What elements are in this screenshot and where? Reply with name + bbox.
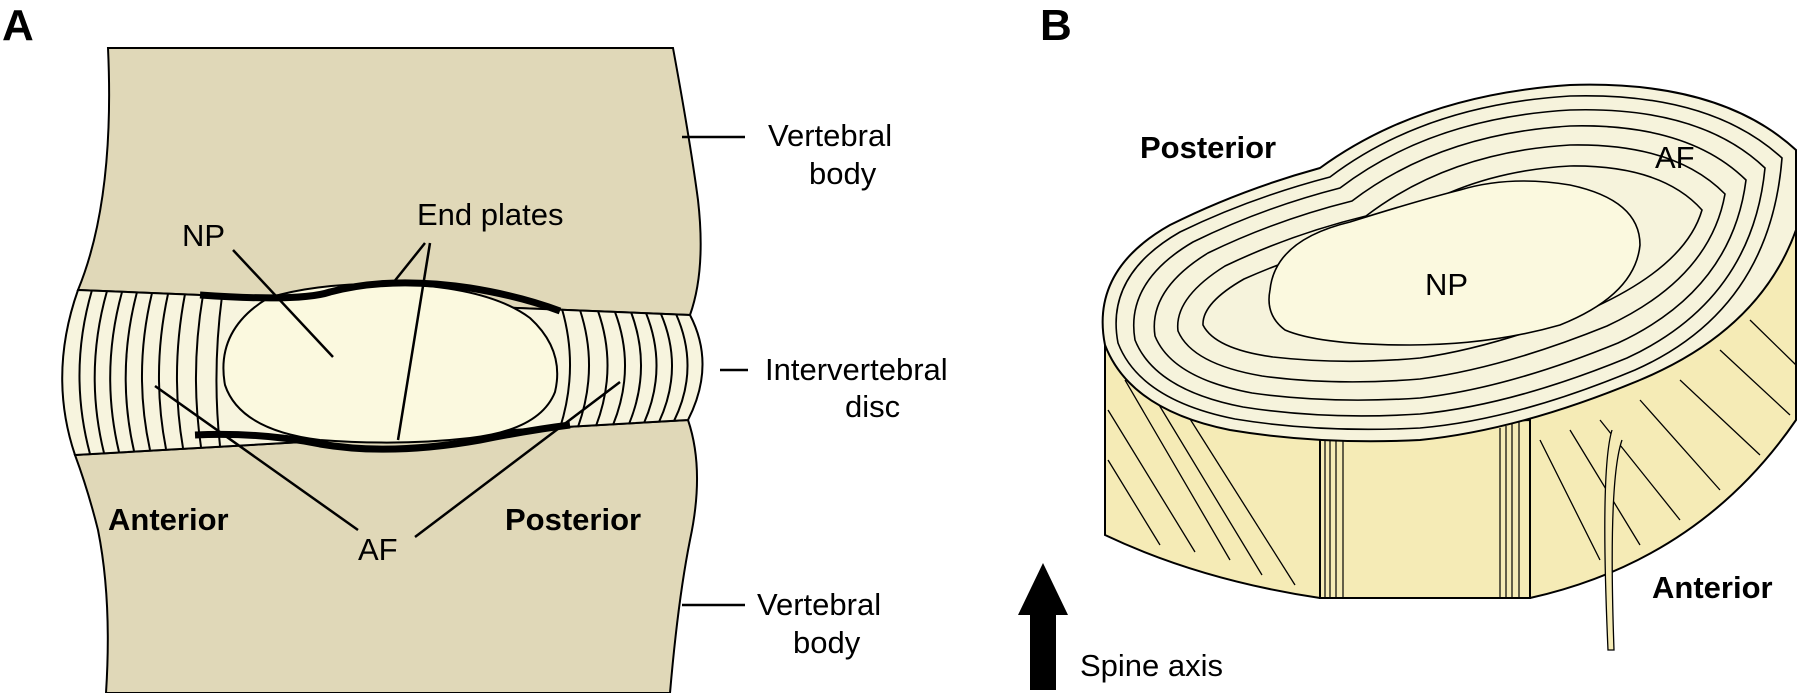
upper-vertebral-body [76,47,702,317]
posterior-label-b: Posterior [1140,130,1276,165]
nucleus-pulposus-b [1268,180,1641,346]
intervertebral-label-2: disc [845,389,900,424]
np-label-a: NP [182,218,225,253]
vertebral-body-bottom-label-2: body [793,625,861,660]
lower-vertebral-body [73,418,698,693]
spine-axis-arrowhead [1018,563,1068,615]
vertebral-body-top-label-1: Vertebral [768,118,892,153]
np-label-b: NP [1425,267,1468,302]
posterior-label-a: Posterior [505,502,641,537]
lower-end-plate [194,421,571,453]
anterior-label-a: Anterior [108,502,229,537]
leader-lines-a [154,135,748,607]
panel-a: A [2,1,948,693]
nucleus-pulposus-a [222,282,559,444]
intervertebral-label-1: Intervertebral [765,352,948,387]
annulus-lamellae-left [78,289,223,455]
vertebral-body-bottom-label-1: Vertebral [757,587,881,622]
spine-axis-label: Spine axis [1080,648,1223,683]
end-plates-label: End plates [417,197,564,232]
notch-cutout [1319,418,1531,599]
annulus-strap [1604,429,1623,651]
annulus-lamellae-right [559,308,689,429]
af-label-b: AF [1655,140,1695,175]
anterior-label-b: Anterior [1652,570,1773,605]
notch-lamellae [1324,422,1520,598]
spine-axis-shaft [1030,612,1056,690]
panel-b: B [1018,1,1797,690]
vertebral-body-top-label-2: body [809,156,877,191]
af-label-a: AF [358,532,398,567]
panel-a-label: A [2,1,34,50]
panel-b-label: B [1040,1,1072,50]
annulus-rings-b [1115,94,1783,431]
